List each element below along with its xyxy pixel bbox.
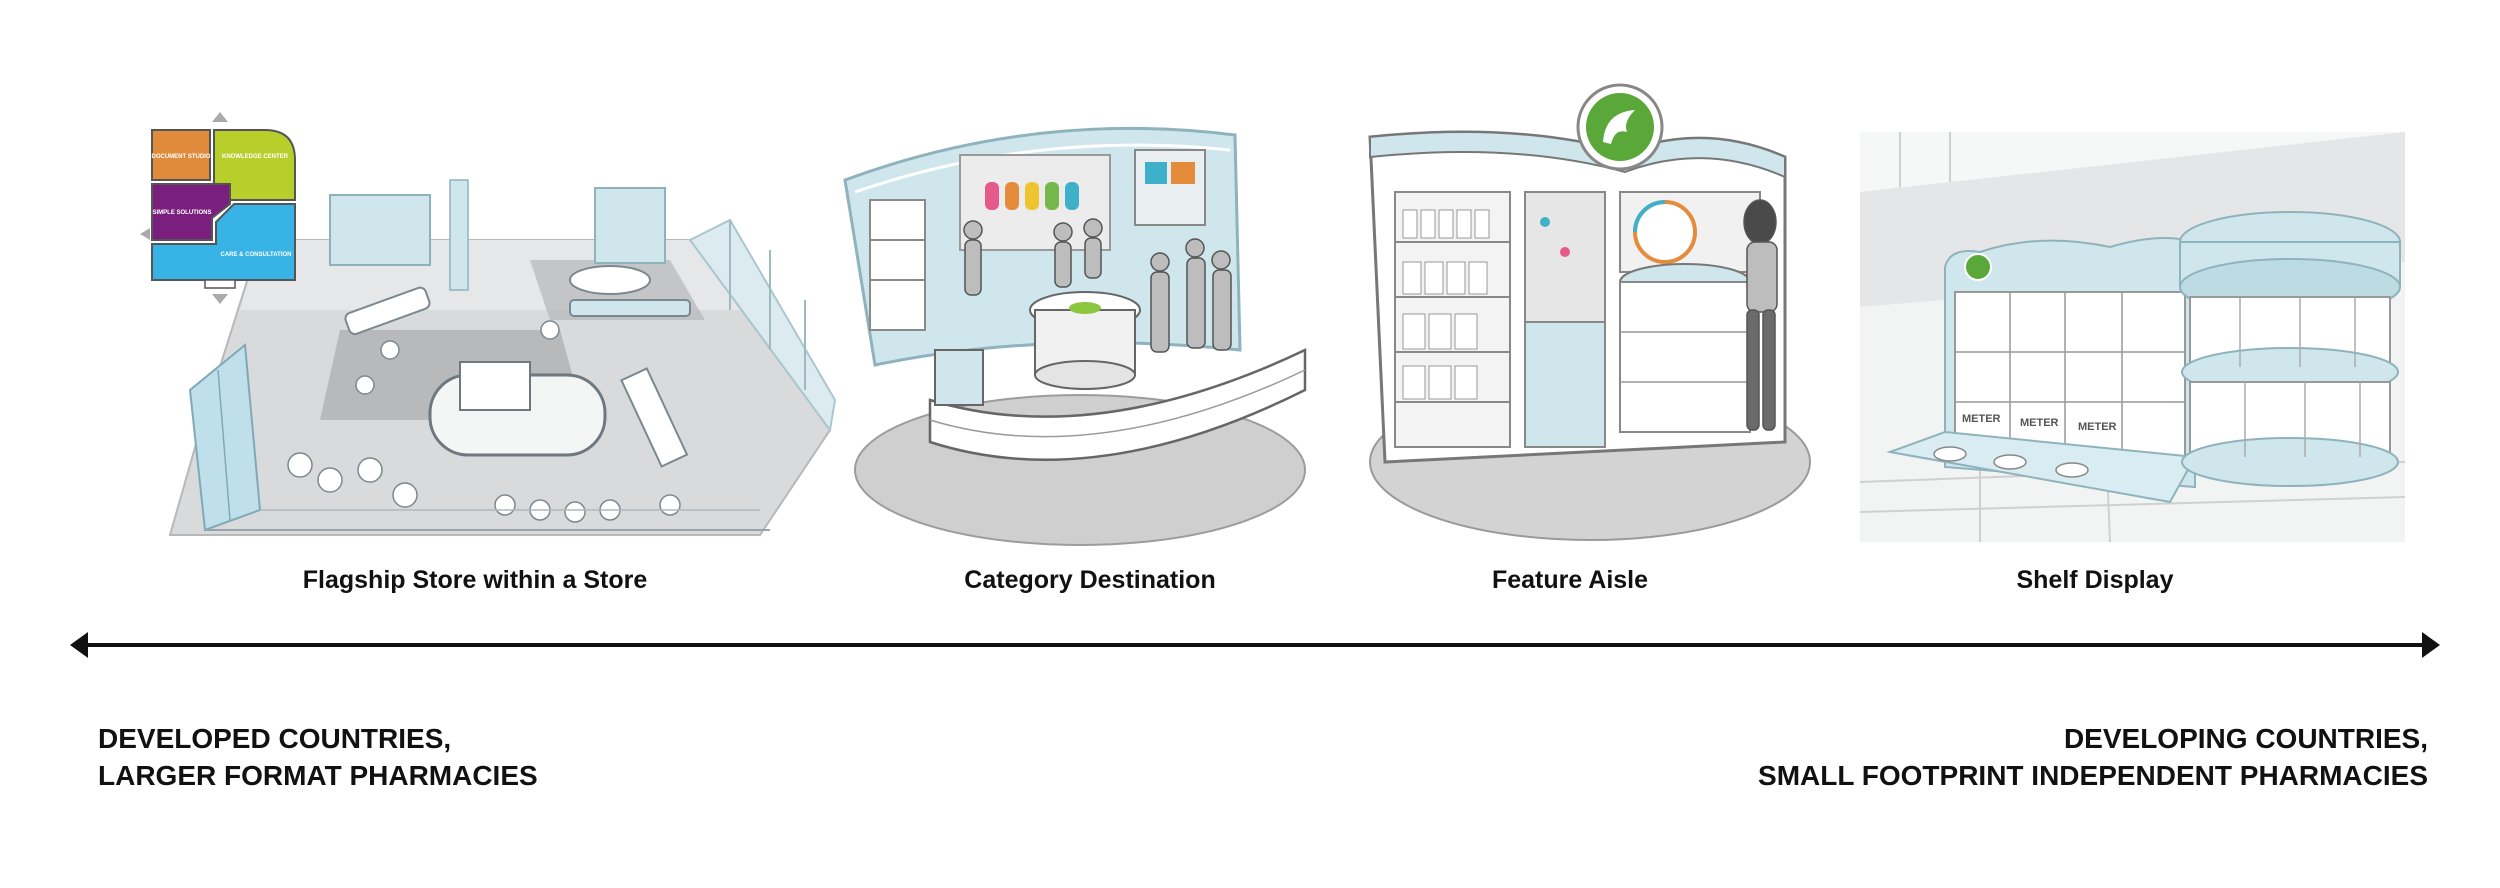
shelf-display-illustration: METER METER METER	[1860, 132, 2405, 542]
developing-line-2: SMALL FOOTPRINT INDEPENDENT PHARMACIES	[1758, 760, 2428, 791]
zone-label-knowledge-center: KNOWLEDGE CENTER	[222, 154, 289, 160]
shelf-label-meter-3: METER	[2078, 421, 2117, 433]
developing-line-1: DEVELOPING COUNTRIES,	[2063, 723, 2428, 754]
spectrum-arrow	[70, 632, 2440, 658]
zone-label-simple-solutions: SIMPLE SOLUTIONS	[152, 210, 211, 216]
caption-flagship-store: Flagship Store within a Store	[302, 566, 648, 594]
shelf-label-meter-2: METER	[2020, 417, 2059, 429]
caption-feature-aisle: Feature Aisle	[1491, 566, 1649, 594]
floor-plan-inset: DOCUMENT STUDIO KNOWLEDGE CENTER SIMPLE …	[140, 112, 296, 304]
category-destination-illustration	[843, 126, 1307, 546]
zone-label-document-studio: DOCUMENT STUDIO	[152, 154, 211, 160]
developing-countries-label: DEVELOPING COUNTRIES, SMALL FOOTPRINT IN…	[1758, 720, 2428, 794]
caption-shelf-display: Shelf Display	[2016, 566, 2174, 594]
flagship-store-illustration	[168, 179, 837, 536]
developed-line-2: LARGER FORMAT PHARMACIES	[98, 760, 538, 791]
caption-category-destination: Category Destination	[964, 566, 1216, 594]
arrow-right-icon	[2422, 632, 2440, 658]
developed-countries-label: DEVELOPED COUNTRIES, LARGER FORMAT PHARM…	[98, 720, 538, 794]
arrow-left-icon	[70, 632, 88, 658]
shelf-label-meter-1: METER	[1962, 413, 2001, 425]
feature-aisle-illustration	[1368, 83, 1811, 541]
zone-label-care-consultation: CARE & CONSULTATION	[221, 252, 292, 258]
developed-line-1: DEVELOPED COUNTRIES,	[98, 723, 452, 754]
